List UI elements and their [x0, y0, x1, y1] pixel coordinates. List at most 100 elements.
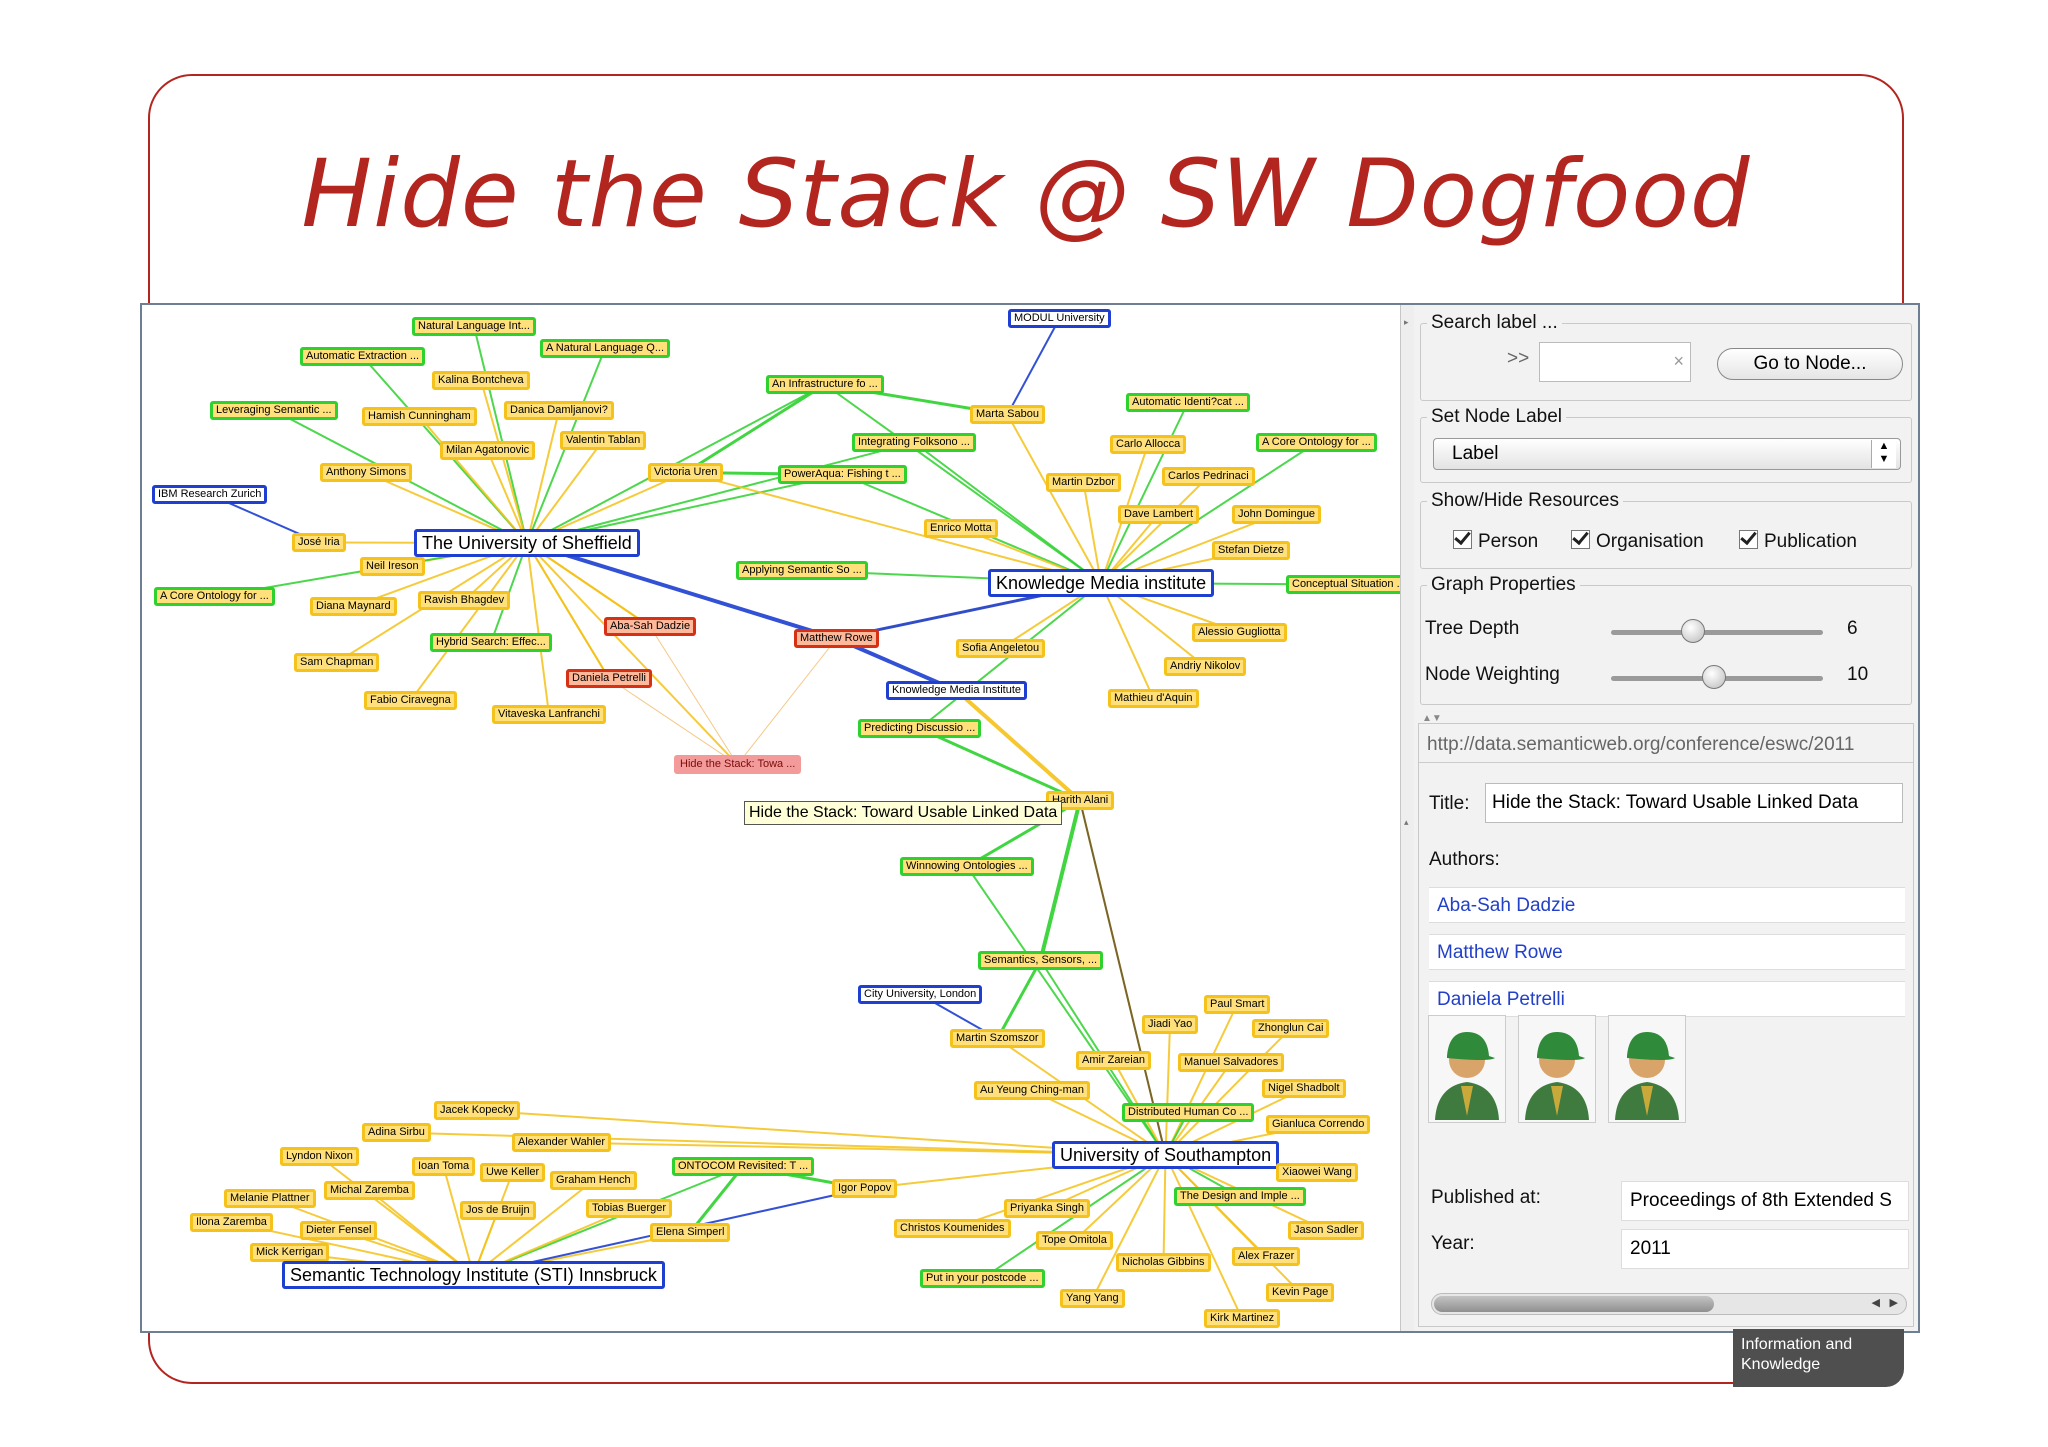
publication-node[interactable]: Automatic Identi?cat ...: [1126, 393, 1250, 412]
person-node[interactable]: Neil Ireson: [360, 557, 425, 576]
publication-node[interactable]: Distributed Human Co ...: [1122, 1103, 1255, 1122]
person-avatar-icon[interactable]: [1608, 1015, 1686, 1123]
publication-node[interactable]: A Natural Language Q...: [540, 339, 671, 358]
search-input[interactable]: ×: [1539, 342, 1691, 382]
organisation-node[interactable]: The University of Sheffield: [414, 529, 640, 557]
person-node[interactable]: Mathieu d'Aquin: [1108, 689, 1199, 708]
graph-view[interactable]: Natural Language Int... Automatic Extract…: [142, 305, 1400, 1331]
person-node[interactable]: Kalina Bontcheva: [432, 371, 530, 390]
publication-node[interactable]: Leveraging Semantic ...: [210, 401, 338, 420]
person-node[interactable]: Paul Smart: [1204, 995, 1271, 1014]
person-node[interactable]: Sofia Angeletou: [956, 639, 1046, 658]
person-node[interactable]: Matthew Rowe: [794, 629, 879, 648]
publication-node[interactable]: Hide the Stack: Towa ...: [674, 755, 802, 774]
person-node[interactable]: Yang Yang: [1060, 1289, 1125, 1308]
author-link[interactable]: Matthew Rowe: [1429, 934, 1905, 970]
person-checkbox[interactable]: Person: [1453, 530, 1538, 553]
publication-node[interactable]: Semantics, Sensors, ...: [978, 951, 1104, 970]
person-node[interactable]: Lyndon Nixon: [280, 1147, 359, 1166]
horizontal-scrollbar[interactable]: ◀ ▶: [1431, 1293, 1907, 1315]
person-node[interactable]: Igor Popov: [832, 1179, 898, 1198]
splitter-arrow-icon[interactable]: ▸: [1404, 317, 1409, 327]
person-node[interactable]: Ilona Zaremba: [190, 1213, 273, 1232]
person-avatar-icon[interactable]: [1428, 1015, 1506, 1123]
scroll-right-icon[interactable]: ▶: [1889, 1297, 1898, 1309]
person-node[interactable]: Priyanka Singh: [1004, 1199, 1090, 1218]
person-node[interactable]: Melanie Plattner: [224, 1189, 316, 1208]
person-node[interactable]: Kevin Page: [1266, 1283, 1335, 1302]
tree-depth-knob[interactable]: [1680, 619, 1705, 643]
publication-node[interactable]: Winnowing Ontologies ...: [900, 857, 1034, 876]
person-node[interactable]: Danica Damljanovi?: [504, 401, 614, 420]
person-node[interactable]: Mick Kerrigan: [250, 1243, 330, 1262]
person-node[interactable]: Hamish Cunningham: [362, 407, 477, 426]
person-node[interactable]: Tobias Buerger: [586, 1199, 672, 1218]
person-node[interactable]: Zhonglun Cai: [1252, 1019, 1330, 1038]
tree-depth-slider[interactable]: [1611, 630, 1823, 635]
organisation-node[interactable]: IBM Research Zurich: [152, 485, 268, 504]
publication-node[interactable]: Put in your postcode ...: [920, 1269, 1045, 1288]
person-node[interactable]: Dieter Fensel: [300, 1221, 378, 1240]
publication-node[interactable]: Applying Semantic So ...: [736, 561, 868, 580]
title-field[interactable]: Hide the Stack: Toward Usable Linked Dat…: [1485, 783, 1903, 823]
organisation-node[interactable]: Semantic Technology Institute (STI) Inns…: [282, 1261, 665, 1289]
person-node[interactable]: Andriy Nikolov: [1164, 657, 1247, 676]
person-node[interactable]: Nicholas Gibbins: [1116, 1253, 1211, 1272]
person-node[interactable]: Fabio Ciravegna: [364, 691, 457, 710]
person-node[interactable]: Ravish Bhagdev: [418, 591, 511, 610]
person-node[interactable]: Tope Omitola: [1036, 1231, 1113, 1250]
organisation-node[interactable]: Knowledge Media institute: [988, 569, 1215, 597]
publication-node[interactable]: The Design and Imple ...: [1174, 1187, 1306, 1206]
node-label-select[interactable]: Label ▲▼: [1433, 438, 1901, 470]
organisation-node[interactable]: City University, London: [858, 985, 983, 1004]
person-node[interactable]: Xiaowei Wang: [1276, 1163, 1358, 1182]
person-node[interactable]: Kirk Martinez: [1204, 1309, 1281, 1328]
person-node[interactable]: Graham Hench: [550, 1171, 637, 1190]
person-node[interactable]: Au Yeung Ching-man: [974, 1081, 1090, 1100]
publication-node[interactable]: Automatic Extraction ...: [300, 347, 426, 366]
publication-node[interactable]: Integrating Folksono ...: [852, 433, 976, 452]
person-node[interactable]: Christos Koumenides: [894, 1219, 1011, 1238]
person-node[interactable]: Alessio Gugliotta: [1192, 623, 1287, 642]
published-field[interactable]: Proceedings of 8th Extended S: [1621, 1181, 1909, 1221]
person-node[interactable]: Anthony Simons: [320, 463, 413, 482]
publication-node[interactable]: Predicting Discussio ...: [858, 719, 982, 738]
person-node[interactable]: Dave Lambert: [1118, 505, 1200, 524]
publication-node[interactable]: A Core Ontology for ...: [154, 587, 275, 606]
person-node[interactable]: Stefan Dietze: [1212, 541, 1291, 560]
spinner-icon[interactable]: ▲▼: [1422, 713, 1442, 724]
person-node[interactable]: Manuel Salvadores: [1178, 1053, 1285, 1072]
person-node[interactable]: Elena Simperl: [650, 1223, 731, 1242]
person-node[interactable]: Martin Dzbor: [1046, 473, 1121, 492]
organisation-node[interactable]: Knowledge Media Institute: [886, 681, 1028, 700]
publication-node[interactable]: Natural Language Int...: [412, 317, 536, 336]
organisation-node[interactable]: University of Southampton: [1052, 1141, 1280, 1169]
person-node[interactable]: Uwe Keller: [480, 1163, 546, 1182]
person-node[interactable]: Enrico Motta: [924, 519, 998, 538]
person-node[interactable]: Jos de Bruijn: [460, 1201, 536, 1220]
person-avatar-icon[interactable]: [1518, 1015, 1596, 1123]
author-link[interactable]: Aba-Sah Dadzie: [1429, 887, 1905, 923]
person-node[interactable]: John Domingue: [1232, 505, 1322, 524]
publication-node[interactable]: ONTOCOM Revisited: T ...: [672, 1157, 815, 1176]
person-node[interactable]: Nigel Shadbolt: [1262, 1079, 1346, 1098]
publication-node[interactable]: Hybrid Search: Effec...: [430, 633, 552, 652]
person-node[interactable]: Marta Sabou: [970, 405, 1045, 424]
person-node[interactable]: Jiadi Yao: [1142, 1015, 1199, 1034]
organisation-checkbox[interactable]: Organisation: [1571, 530, 1704, 553]
go-to-node-button[interactable]: Go to Node...: [1717, 348, 1903, 380]
person-node[interactable]: Gianluca Correndo: [1266, 1115, 1371, 1134]
person-node[interactable]: Harith Alani: [1046, 791, 1115, 810]
person-node[interactable]: Alexander Wahler: [512, 1133, 612, 1152]
publication-node[interactable]: Conceptual Situation ...: [1286, 575, 1400, 594]
publication-node[interactable]: A Core Ontology for ...: [1256, 433, 1377, 452]
person-node[interactable]: Sam Chapman: [294, 653, 380, 672]
organisation-node[interactable]: MODUL University: [1008, 309, 1111, 328]
clear-icon[interactable]: ×: [1673, 351, 1684, 371]
person-node[interactable]: Aba-Sah Dadzie: [604, 617, 697, 636]
author-link[interactable]: Daniela Petrelli: [1429, 981, 1905, 1017]
person-node[interactable]: Victoria Uren: [648, 463, 724, 482]
person-node[interactable]: Vitaveska Lanfranchi: [492, 705, 606, 724]
year-field[interactable]: 2011: [1621, 1229, 1909, 1269]
person-node[interactable]: Jacek Kopecky: [434, 1101, 520, 1120]
